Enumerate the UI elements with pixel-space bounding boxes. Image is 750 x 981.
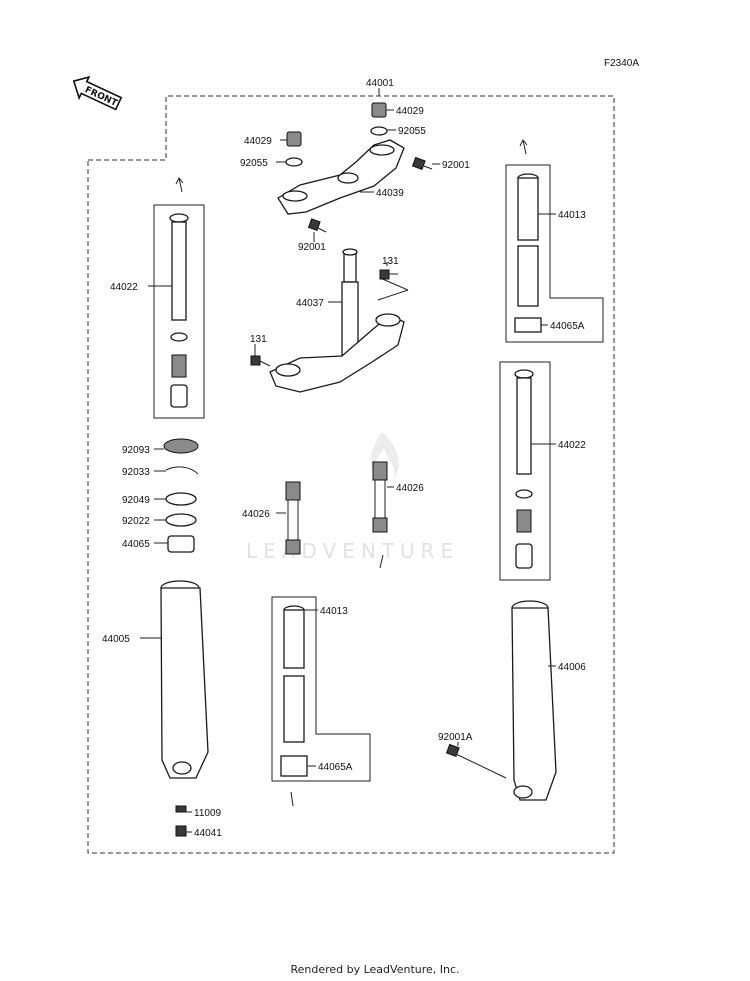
watermark-text: LEADVENTURE xyxy=(246,539,459,563)
callout-92055-top: 92055 xyxy=(398,126,426,137)
callout-44006: 44006 xyxy=(558,662,586,673)
callout-44013-center: 44013 xyxy=(320,606,348,617)
footer-credit: Rendered by LeadVenture, Inc. xyxy=(290,963,460,976)
callout-44065A-center: 44065A xyxy=(318,762,353,773)
leader-lines xyxy=(140,88,556,833)
callout-92001-right: 92001 xyxy=(442,160,470,171)
upper-bracket-assembly xyxy=(277,102,433,233)
callout-44026-left: 44026 xyxy=(242,509,270,520)
callout-44022-left: 44022 xyxy=(110,282,138,293)
left-outer-tube xyxy=(160,580,209,837)
callout-92055-left: 92055 xyxy=(240,158,268,169)
direction-arrows xyxy=(175,139,528,807)
watermark: LEADVENTURE xyxy=(246,432,459,563)
steering-stem-assembly xyxy=(250,248,405,393)
right-upper-tube-box xyxy=(505,164,604,343)
callout-labels: 44001 44029 92055 44029 92055 92001 4403… xyxy=(102,78,586,839)
callout-44029-top: 44029 xyxy=(396,106,424,117)
callout-11009: 11009 xyxy=(194,808,222,819)
right-upper-tube xyxy=(514,173,542,333)
left-fork-inner-parts xyxy=(169,213,189,408)
assembly-boundary xyxy=(87,95,615,854)
right-fork-inner-parts xyxy=(514,369,534,569)
front-arrow-icon: FRONT xyxy=(72,75,123,111)
callout-92001-bottom: 92001 xyxy=(298,242,326,253)
callout-44022-right: 44022 xyxy=(558,440,586,451)
left-fork-inner-box xyxy=(153,204,205,419)
callout-92033: 92033 xyxy=(122,467,150,478)
figure-code: F2340A xyxy=(604,58,639,69)
callout-131-left: 131 xyxy=(250,334,267,345)
callout-44026-right: 44026 xyxy=(396,483,424,494)
callout-92049: 92049 xyxy=(122,495,150,506)
center-lower-tube xyxy=(280,605,308,777)
callout-92001A: 92001A xyxy=(438,732,473,743)
callout-44001: 44001 xyxy=(366,78,394,89)
callout-44029-left: 44029 xyxy=(244,136,272,147)
center-lower-tube-box xyxy=(271,596,371,782)
callout-44013-right: 44013 xyxy=(558,210,586,221)
right-outer-tube xyxy=(445,600,557,801)
callout-44041: 44041 xyxy=(194,828,222,839)
left-seals-stack xyxy=(163,438,199,553)
callout-44005: 44005 xyxy=(102,634,130,645)
callout-44037: 44037 xyxy=(296,298,324,309)
callout-92022: 92022 xyxy=(122,516,150,527)
center-springs xyxy=(285,461,388,555)
callout-44039: 44039 xyxy=(376,188,404,199)
callout-44065: 44065 xyxy=(122,539,150,550)
right-fork-inner-box xyxy=(499,361,551,581)
callout-44065A-right: 44065A xyxy=(550,321,585,332)
callout-92093: 92093 xyxy=(122,445,150,456)
callout-131-top: 131 xyxy=(382,256,399,267)
